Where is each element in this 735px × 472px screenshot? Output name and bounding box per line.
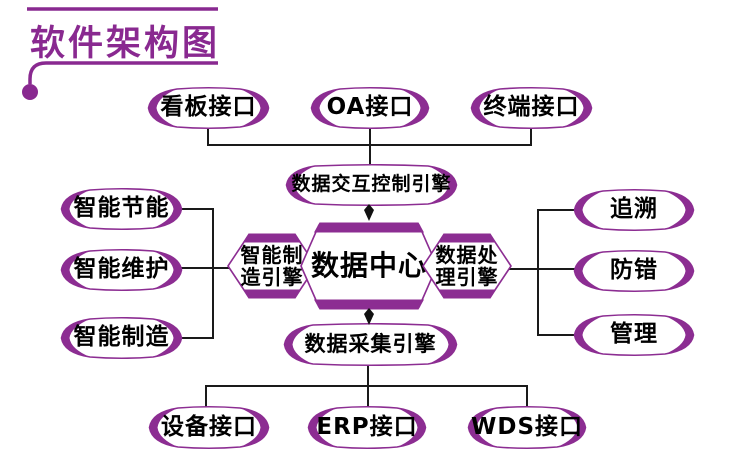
node-label: 智能制 造引擎 [240,242,304,289]
node-data-collection-engine: 数据采集引擎 [283,322,458,367]
node-label: 管理 [610,321,658,348]
right-bracket [508,209,578,336]
node-smart-maintenance: 智能维护 [60,248,183,292]
title-underline-curl [28,61,218,84]
node-oa-interface: OA接口 [310,86,430,130]
node-wds-interface: WDS接口 [467,405,587,450]
page-title: 软件架构图 [30,24,221,64]
node-label: 数据采集引擎 [304,331,437,356]
node-error-proofing: 防错 [573,249,695,293]
node-smart-energy-saving: 智能节能 [60,187,183,231]
node-data-interaction-control-engine: 数据交互控制引擎 [285,163,458,207]
node-data-processing-engine: 数据处 理引擎 [422,232,512,300]
node-label: 追溯 [610,196,658,223]
bottom-bus-connectors [205,364,528,407]
node-traceability: 追溯 [573,188,695,232]
node-smart-manufacturing: 智能制造 [60,316,183,360]
title-dot [22,84,38,100]
node-label: 数据交互控制引擎 [291,173,452,196]
node-label: 智能维护 [73,256,170,283]
node-label: 智能节能 [73,195,170,222]
bidirectional-arrow-icon [363,308,375,325]
node-erp-interface: ERP接口 [307,405,427,450]
left-bracket [178,208,231,339]
bidirectional-arrow-icon [363,204,375,221]
node-label: 数据中心 [310,249,427,283]
node-label: 设备接口 [161,413,257,440]
node-label: 看板接口 [160,94,257,121]
node-data-center: 数据中心 [300,221,438,311]
node-label: 智能制造 [73,324,170,351]
node-equipment-interface: 设备接口 [148,405,270,450]
node-management: 管理 [573,313,695,357]
node-terminal-interface: 终端接口 [470,86,593,130]
node-label: 数据处 理引擎 [435,242,499,289]
title-decoration [22,7,218,100]
node-label: WDS接口 [470,413,584,440]
node-label: 防错 [610,257,658,284]
node-label: 终端接口 [483,94,580,121]
node-label: ERP接口 [316,413,418,440]
top-bus-connectors [207,127,532,165]
node-label: OA接口 [326,94,414,121]
node-kanban-interface: 看板接口 [147,86,270,130]
